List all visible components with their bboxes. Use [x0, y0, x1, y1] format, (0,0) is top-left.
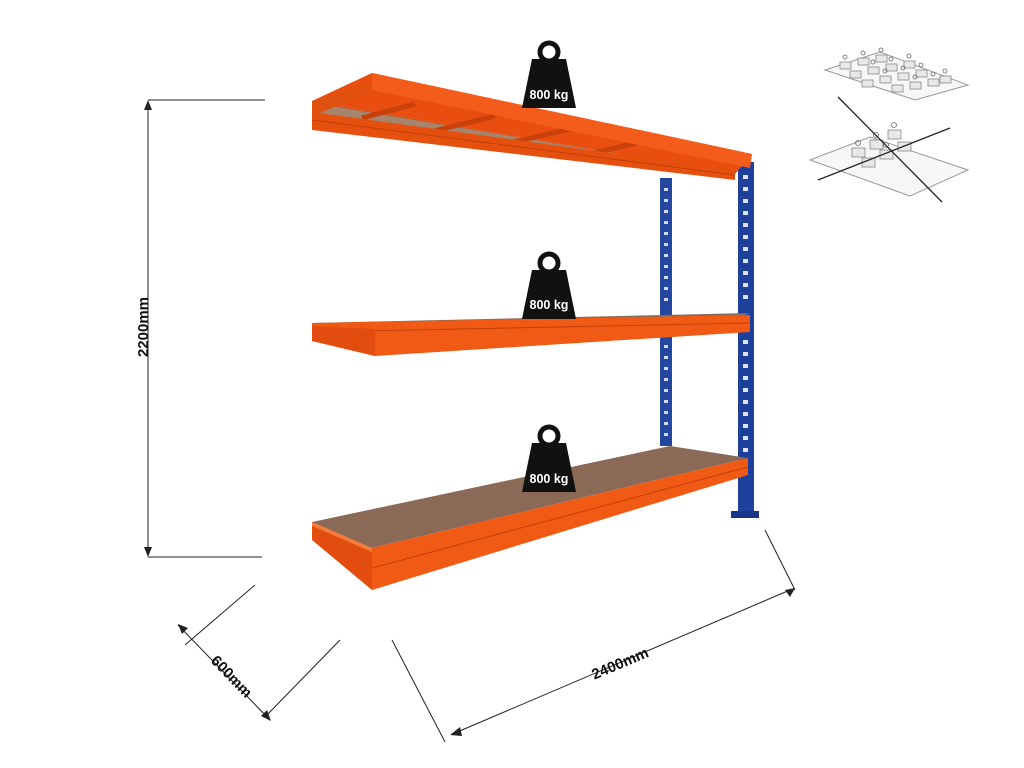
weight-icon-middle [522, 251, 576, 319]
height-label: 2200mm [135, 297, 152, 357]
upright-front [731, 162, 759, 518]
dimension-height [144, 99, 265, 558]
shelf-middle [311, 313, 751, 356]
correct-load-icon [823, 47, 970, 101]
weight-icon-bottom [522, 424, 576, 492]
dimension-width [391, 529, 796, 743]
shelf-bottom [312, 446, 749, 590]
depth-label: 600mm [207, 652, 255, 701]
load-label-middle: 800 kg [530, 298, 569, 312]
weight-icon-top [522, 40, 576, 108]
dimension-depth [177, 584, 341, 721]
incorrect-load-icon [808, 96, 970, 203]
load-label-top: 800 kg [530, 88, 569, 102]
load-label-bottom: 800 kg [530, 472, 569, 486]
width-label: 2400mm [589, 644, 651, 683]
upright-back [660, 178, 672, 446]
shelf-top [311, 73, 752, 180]
